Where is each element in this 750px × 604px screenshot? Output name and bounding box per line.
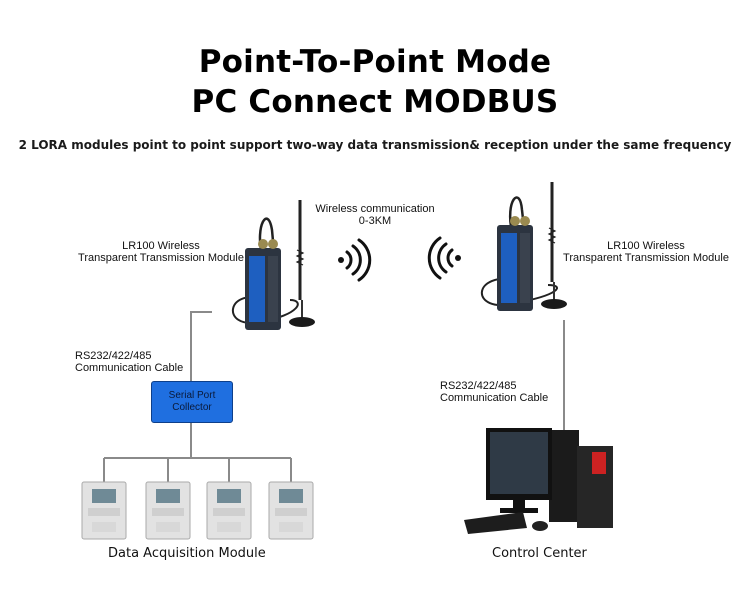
- left-module-description: Transparent Transmission Module: [78, 252, 244, 264]
- right-cable-description: Communication Cable: [440, 392, 549, 404]
- left-cable-description: Communication Cable: [75, 362, 184, 374]
- meter-icon-1: [81, 481, 127, 540]
- control-center-label: Control Center: [492, 546, 587, 561]
- module-to-collector-line: [190, 311, 212, 381]
- right-module-name: LR100 Wireless: [607, 240, 685, 252]
- right-cable-type: RS232/422/485: [440, 380, 517, 392]
- serial-port-collector-box: Serial Port Collector: [151, 381, 233, 423]
- wireless-communication-label: Wireless communication 0-3KM: [300, 203, 450, 227]
- right-module-label: LR100 Wireless Transparent Transmission …: [558, 240, 734, 264]
- wireless-label-line-1: Wireless communication: [315, 203, 435, 215]
- collector-label-line-1: Serial Port: [168, 390, 216, 401]
- left-cable-type: RS232/422/485: [75, 350, 152, 362]
- meter-icon-3: [206, 481, 252, 540]
- control-center-computer-icon: [464, 428, 613, 534]
- left-wireless-signal-icon: [338, 238, 372, 282]
- right-cable-label: RS232/422/485 Communication Cable: [440, 380, 548, 404]
- right-module-description: Transparent Transmission Module: [563, 252, 729, 264]
- meter-icon-2: [145, 481, 191, 540]
- left-cable-label: RS232/422/485 Communication Cable: [75, 350, 183, 374]
- left-lora-module-icon: [232, 200, 315, 330]
- right-wireless-signal-icon: [427, 236, 461, 280]
- left-module-name: LR100 Wireless: [122, 240, 200, 252]
- page-subtitle: 2 LORA modules point to point support tw…: [18, 138, 732, 152]
- collector-label-line-2: Collector: [172, 402, 212, 413]
- data-acquisition-module-label: Data Acquisition Module: [108, 546, 266, 561]
- page-title-line-2: PC Connect MODBUS: [191, 84, 559, 120]
- connection-lines: [103, 311, 565, 482]
- wireless-range-label: 0-3KM: [358, 215, 392, 227]
- page-title-line-1: Point-To-Point Mode: [198, 44, 552, 80]
- right-lora-module-icon: [480, 182, 567, 311]
- meter-icon-4: [268, 481, 314, 540]
- left-module-label: LR100 Wireless Transparent Transmission …: [72, 240, 250, 264]
